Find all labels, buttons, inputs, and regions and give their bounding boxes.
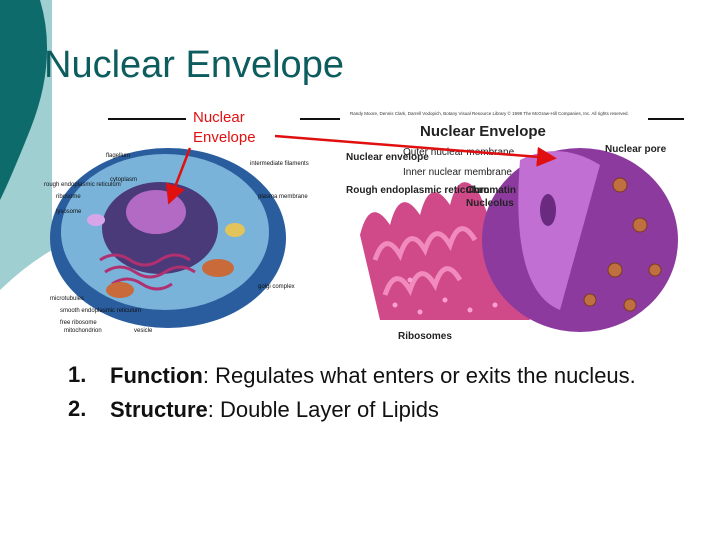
list-item: 1. Function: Regulates what enters or ex… xyxy=(68,362,710,390)
label-plasma-membrane: plasma membrane xyxy=(258,194,308,200)
label-inner-membrane: Inner nuclear membrane xyxy=(403,167,512,178)
callout-label: Nuclear Envelope xyxy=(193,108,256,148)
diagram-labels: Nuclear envelope Outer nuclear membrane … xyxy=(346,144,667,342)
label-rough-er: rough endoplasmic reticulum xyxy=(44,182,121,188)
label-flagellum: flagellum xyxy=(106,153,130,159)
label-chromatin: Chromatin xyxy=(466,185,516,196)
animal-cell-illustration xyxy=(50,148,286,328)
arrow-right xyxy=(274,134,557,167)
bullet-list: 1. Function: Regulates what enters or ex… xyxy=(68,362,710,430)
slide-title: Nuclear Envelope xyxy=(44,44,344,86)
label-rough-er-diagram: Rough endoplasmic reticulum xyxy=(346,185,489,196)
diagram-heading: Nuclear Envelope xyxy=(420,123,546,140)
nucleus-illustration: Randy Moore, Dennis Clark, Darrell Vodop… xyxy=(350,110,678,332)
label-lysosome: lysosome xyxy=(56,209,82,215)
label-microtubules: microtubules xyxy=(50,296,84,302)
label-nucleolus: Nucleolus xyxy=(466,198,514,209)
item-term: Structure xyxy=(110,397,208,422)
label-smooth-er: smooth endoplasmic reticulum xyxy=(60,308,141,314)
label-nuclear-envelope: Nuclear envelope xyxy=(346,152,429,163)
diagram-credit: Randy Moore, Dennis Clark, Darrell Vodop… xyxy=(350,110,629,116)
callout-line-2: Envelope xyxy=(193,129,256,146)
label-nuclear-pore: Nuclear pore xyxy=(605,144,667,155)
label-intermediate-filaments: intermediate filaments xyxy=(250,161,309,167)
list-item: 2. Structure: Double Layer of Lipids xyxy=(68,396,710,424)
item-text: : Regulates what enters or exits the nuc… xyxy=(202,363,636,388)
item-number: 2. xyxy=(68,396,87,421)
callout-line-1: Nuclear xyxy=(193,109,245,126)
label-mitochondrion: mitochondrion xyxy=(64,328,102,334)
label-cytoplasm: cytoplasm xyxy=(110,177,137,183)
label-ribosomes: Ribosomes xyxy=(398,331,452,342)
label-vesicle: vesicle xyxy=(134,328,153,334)
cell-figure: flagellum cytoplasm rough endoplasmic re… xyxy=(44,110,684,342)
label-golgi: golgi complex xyxy=(258,284,295,290)
item-term: Function xyxy=(110,363,203,388)
item-number: 1. xyxy=(68,362,87,387)
label-ribosome: ribosome xyxy=(56,194,81,200)
label-outer-membrane: Outer nuclear membrane xyxy=(403,147,515,158)
slide-decoration xyxy=(0,0,52,290)
item-text: : Double Layer of Lipids xyxy=(207,397,439,422)
arrow-left xyxy=(166,147,192,205)
cell-labels: flagellum cytoplasm rough endoplasmic re… xyxy=(44,153,309,334)
label-free-ribosome: free ribosome xyxy=(60,320,97,326)
